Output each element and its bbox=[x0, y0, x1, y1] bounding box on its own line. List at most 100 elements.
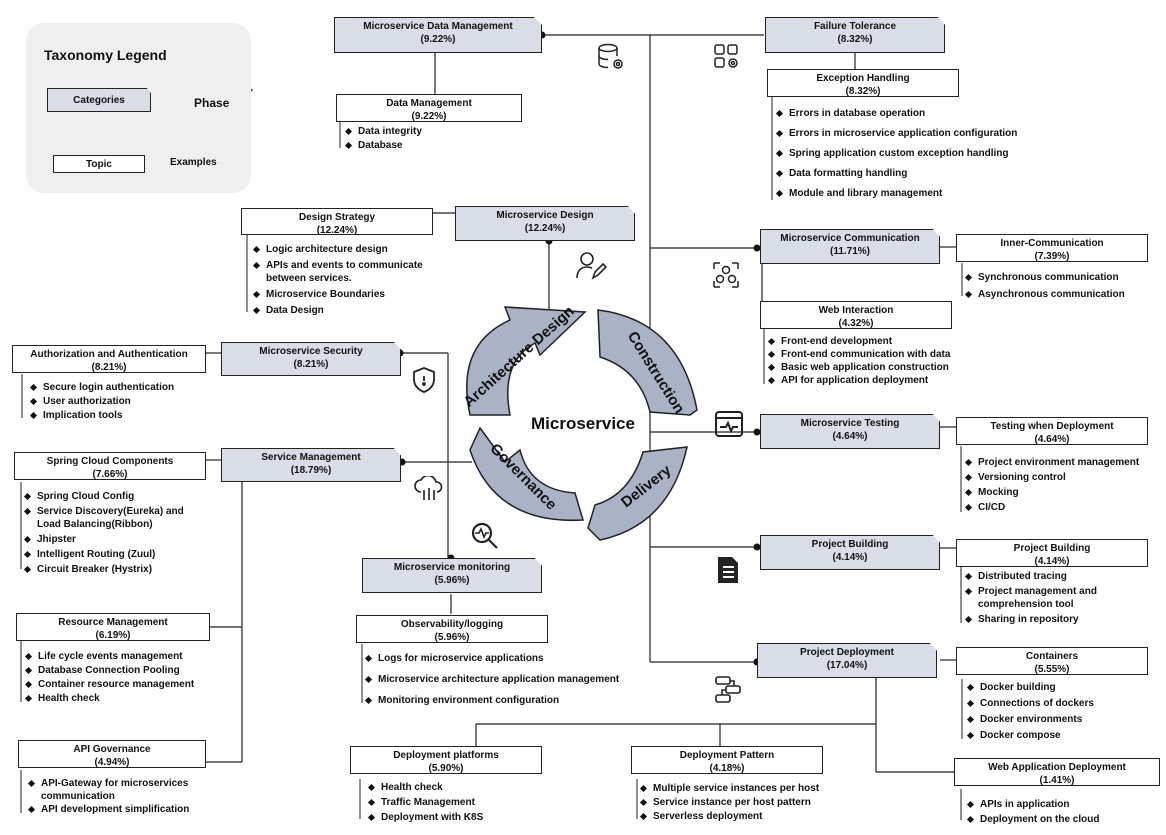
phase-construction bbox=[597, 309, 698, 416]
list-item: Circuit Breaker (Hystrix) bbox=[24, 563, 184, 576]
category-service-management: Service Management (18.79%) bbox=[221, 448, 401, 482]
list-item: Logic architecture design bbox=[253, 243, 423, 256]
list-item: CI/CD bbox=[965, 501, 1139, 514]
list-item: Sharing in repository bbox=[965, 613, 1097, 626]
category-design: Microservice Design (12.24%) bbox=[455, 206, 635, 241]
list-item: Data integrity bbox=[345, 125, 422, 138]
topic-authorization: Authorization and Authentication (8.21%) bbox=[12, 345, 206, 373]
list-item: Microservice architecture application ma… bbox=[365, 673, 619, 686]
list-item: Project management and comprehension too… bbox=[965, 585, 1097, 611]
list-item: Basic web application construction bbox=[768, 361, 950, 374]
topic-design-strategy: Design Strategy (12.24%) bbox=[241, 208, 433, 236]
list-item: Database Connection Pooling bbox=[25, 664, 194, 677]
category-deployment: Project Deployment (17.04%) bbox=[757, 643, 937, 678]
list-item: APIs in application bbox=[967, 798, 1099, 811]
list-item: Health check bbox=[25, 692, 194, 705]
list-item: Data Design bbox=[253, 304, 423, 317]
category-failure-tolerance: Failure Tolerance (8.32%) bbox=[765, 17, 945, 53]
list-item: Mocking bbox=[965, 486, 1139, 499]
communication-network-icon bbox=[713, 262, 739, 288]
list-item: User authorization bbox=[30, 395, 174, 408]
list-item: Database bbox=[345, 139, 422, 152]
list-item: Deployment with K8S bbox=[368, 811, 483, 824]
legend-title: Taxonomy Legend bbox=[44, 47, 167, 63]
document-list-icon bbox=[718, 557, 738, 583]
list-item: Health check bbox=[368, 781, 483, 794]
list-item: Multiple service instances per host bbox=[640, 782, 819, 795]
category-testing: Microservice Testing (4.64%) bbox=[760, 414, 940, 449]
list-item: Deployment on the cloud bbox=[967, 813, 1099, 826]
category-security: Microservice Security (8.21%) bbox=[221, 342, 401, 376]
list-item: Container resource management bbox=[25, 678, 194, 691]
list-item: Traffic Management bbox=[368, 796, 483, 809]
list-item: APIs and events to communicate between s… bbox=[253, 259, 423, 285]
list-item: Front-end communication with data bbox=[768, 348, 950, 361]
phase-delivery bbox=[587, 446, 688, 541]
list-item: Errors in microservice application confi… bbox=[776, 127, 1017, 140]
list-item: Life cycle events management bbox=[25, 650, 194, 663]
list-item: Spring application custom exception hand… bbox=[776, 147, 1017, 160]
center-title: Microservice bbox=[531, 414, 635, 433]
deployment-flow-icon bbox=[715, 676, 741, 703]
legend-examples-label: Examples bbox=[170, 157, 217, 168]
list-item: Service instance per host pattern bbox=[640, 796, 819, 809]
phase-governance bbox=[469, 426, 584, 522]
category-project-building: Project Building (4.14%) bbox=[760, 535, 940, 570]
list-item: API-Gateway for microservices communicat… bbox=[28, 777, 189, 803]
user-design-icon bbox=[576, 252, 607, 280]
shield-lock-icon bbox=[413, 367, 435, 393]
list-item: Service Discovery(Eureka) and Load Balan… bbox=[24, 505, 184, 531]
category-communication: Microservice Communication (11.71%) bbox=[760, 229, 940, 264]
list-item: Secure login authentication bbox=[30, 381, 174, 394]
list-item: API development simplification bbox=[28, 803, 189, 816]
cloud-sync-icon bbox=[414, 476, 443, 500]
topic-exception-handling: Exception Handling (8.32%) bbox=[767, 69, 959, 97]
list-api-governance: API-Gateway for microservices communicat… bbox=[28, 777, 189, 816]
list-item: Front-end development bbox=[768, 335, 950, 348]
topic-observability: Observability/logging (5.96%) bbox=[356, 615, 548, 643]
list-item: Monitoring environment configuration bbox=[365, 694, 619, 707]
list-item: Serverless deployment bbox=[640, 810, 819, 823]
list-item: Connections of dockers bbox=[967, 697, 1094, 710]
pulse-monitor-icon bbox=[715, 411, 743, 437]
list-item: API for application deployment bbox=[768, 374, 950, 387]
list-item: Spring Cloud Config bbox=[24, 490, 184, 503]
topic-spring-cloud: Spring Cloud Components (7.66%) bbox=[14, 452, 206, 480]
list-item: Docker building bbox=[967, 681, 1094, 694]
database-settings-icon bbox=[598, 43, 623, 69]
topic-web-app-deployment: Web Application Deployment (1.41%) bbox=[954, 758, 1160, 786]
list-item: Synchronous communication bbox=[965, 271, 1125, 284]
magnifier-pulse-icon bbox=[471, 522, 498, 549]
topic-deployment-platforms: Deployment platforms (5.90%) bbox=[350, 746, 542, 774]
legend-phase-label: Phase bbox=[194, 96, 230, 110]
list-item: Module and library management bbox=[776, 187, 1017, 200]
list-item: Microservice Boundaries bbox=[253, 288, 423, 301]
list-item: Implication tools bbox=[30, 409, 174, 422]
list-item: Docker compose bbox=[967, 729, 1094, 742]
list-item: Docker environments bbox=[967, 713, 1094, 726]
list-item: Errors in database operation bbox=[776, 107, 1017, 120]
list-item: Data formatting handling bbox=[776, 167, 1017, 180]
topic-data-management: Data Management (9.22%) bbox=[336, 94, 522, 122]
legend-topic-box: Topic bbox=[53, 155, 145, 173]
list-item: Jhipster bbox=[24, 533, 184, 546]
legend-category-box: Categories bbox=[47, 88, 151, 112]
topic-inner-communication: Inner-Communication (7.39%) bbox=[956, 234, 1148, 262]
topic-containers: Containers (5.55%) bbox=[956, 647, 1148, 675]
list-item: Versioning control bbox=[965, 471, 1139, 484]
list-item: Intelligent Routing (Zuul) bbox=[24, 548, 184, 561]
